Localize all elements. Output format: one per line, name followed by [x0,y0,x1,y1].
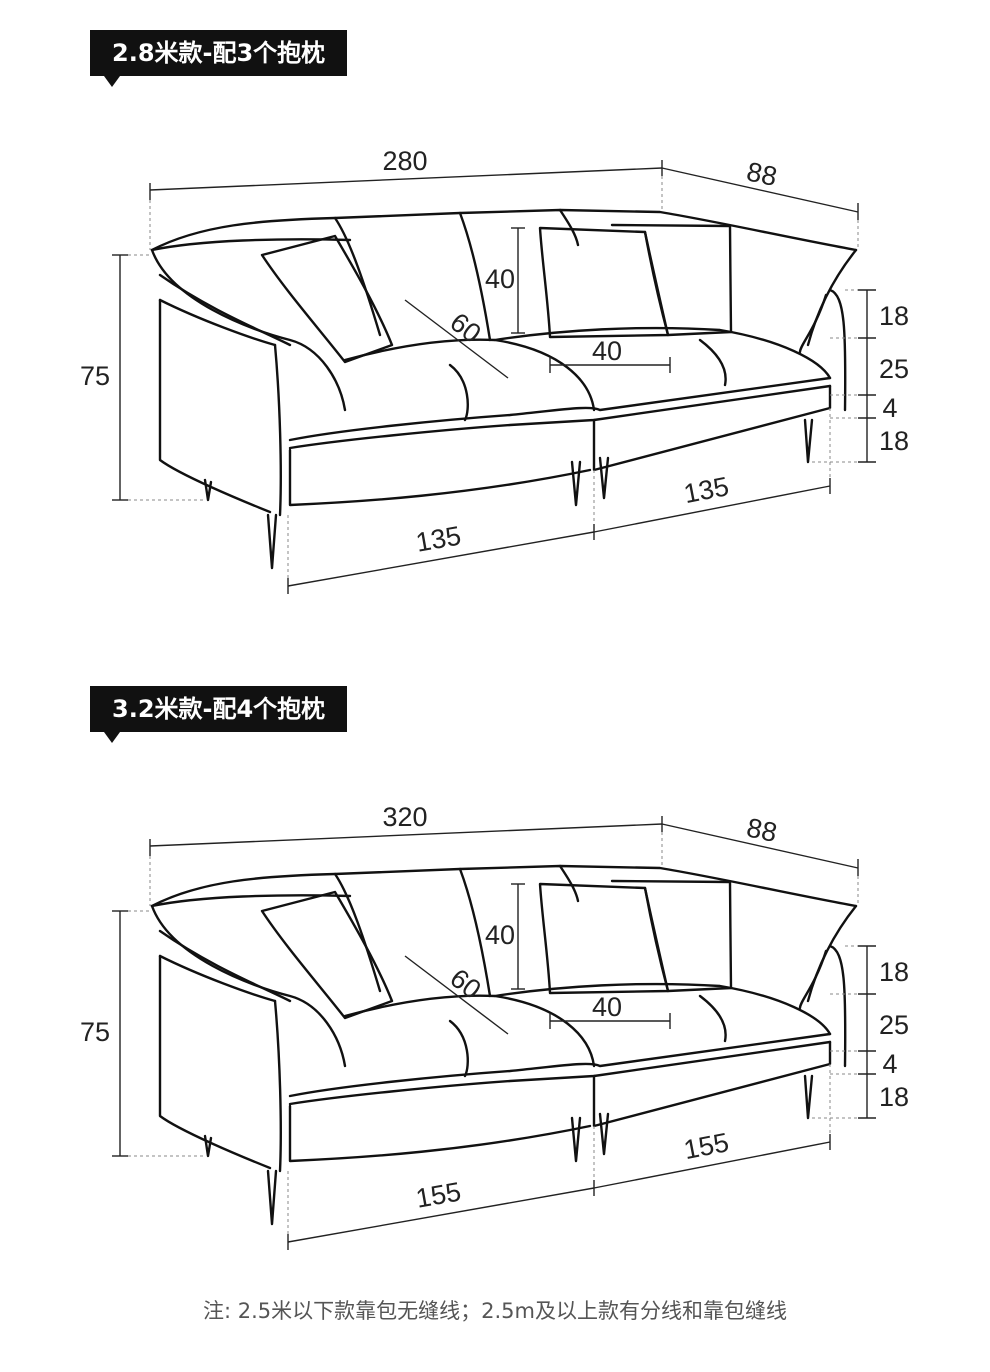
dim-total-width: 280 [382,146,427,176]
dimension-guides [128,176,859,578]
dim-depth: 88 [744,156,780,192]
dimension-lines [112,816,876,1250]
sofa-dimension-drawing: 280 88 75 40 60 40 18 25 4 18 135 135 [80,146,909,594]
dim-right-seat-width: 135 [681,471,731,509]
dim-left-seat-width: 135 [414,520,464,557]
dimension-guides [128,832,859,1234]
sofa-section-1: 2.8米款-配3个抱枕 [0,0,990,650]
dim-back-above-seat: 18 [879,957,909,987]
dim-back-cushion: 40 [485,264,515,294]
dim-leg-height: 18 [879,426,909,456]
dim-base-band: 4 [882,393,897,423]
dim-height: 75 [80,361,110,391]
dim-seat-height-band: 25 [879,354,909,384]
dim-base-band: 4 [882,1049,897,1079]
sofa-section-2: 3.2米款-配4个抱枕 [0,656,990,1306]
dim-left-seat-width: 155 [414,1176,464,1213]
dim-seat-depth: 60 [444,307,486,349]
sofa-dimension-drawing: 320 88 75 40 60 40 18 25 4 18 155 155 [80,802,909,1250]
sofa-outline [150,864,858,1226]
dimension-lines [112,160,876,594]
dim-back-cushion: 40 [485,920,515,950]
sofa-outline [150,208,858,570]
section-title-tag: 3.2米款-配4个抱枕 [90,686,348,732]
dim-height: 75 [80,1017,110,1047]
dim-seat-height-band: 25 [879,1010,909,1040]
tag-pointer [104,76,120,87]
footnote: 注: 2.5米以下款靠包无缝线；2.5m及以上款有分线和靠包缝线 [203,1299,787,1323]
tag-pointer [104,732,120,743]
dim-seat-depth: 60 [444,963,486,1005]
dim-pillow-width: 40 [592,992,622,1022]
dim-depth: 88 [744,812,780,848]
dim-leg-height: 18 [879,1082,909,1112]
dim-total-width: 320 [382,802,427,832]
dim-back-above-seat: 18 [879,301,909,331]
dim-right-seat-width: 155 [681,1127,731,1165]
dim-pillow-width: 40 [592,336,622,366]
section-title-tag: 2.8米款-配3个抱枕 [90,30,348,76]
